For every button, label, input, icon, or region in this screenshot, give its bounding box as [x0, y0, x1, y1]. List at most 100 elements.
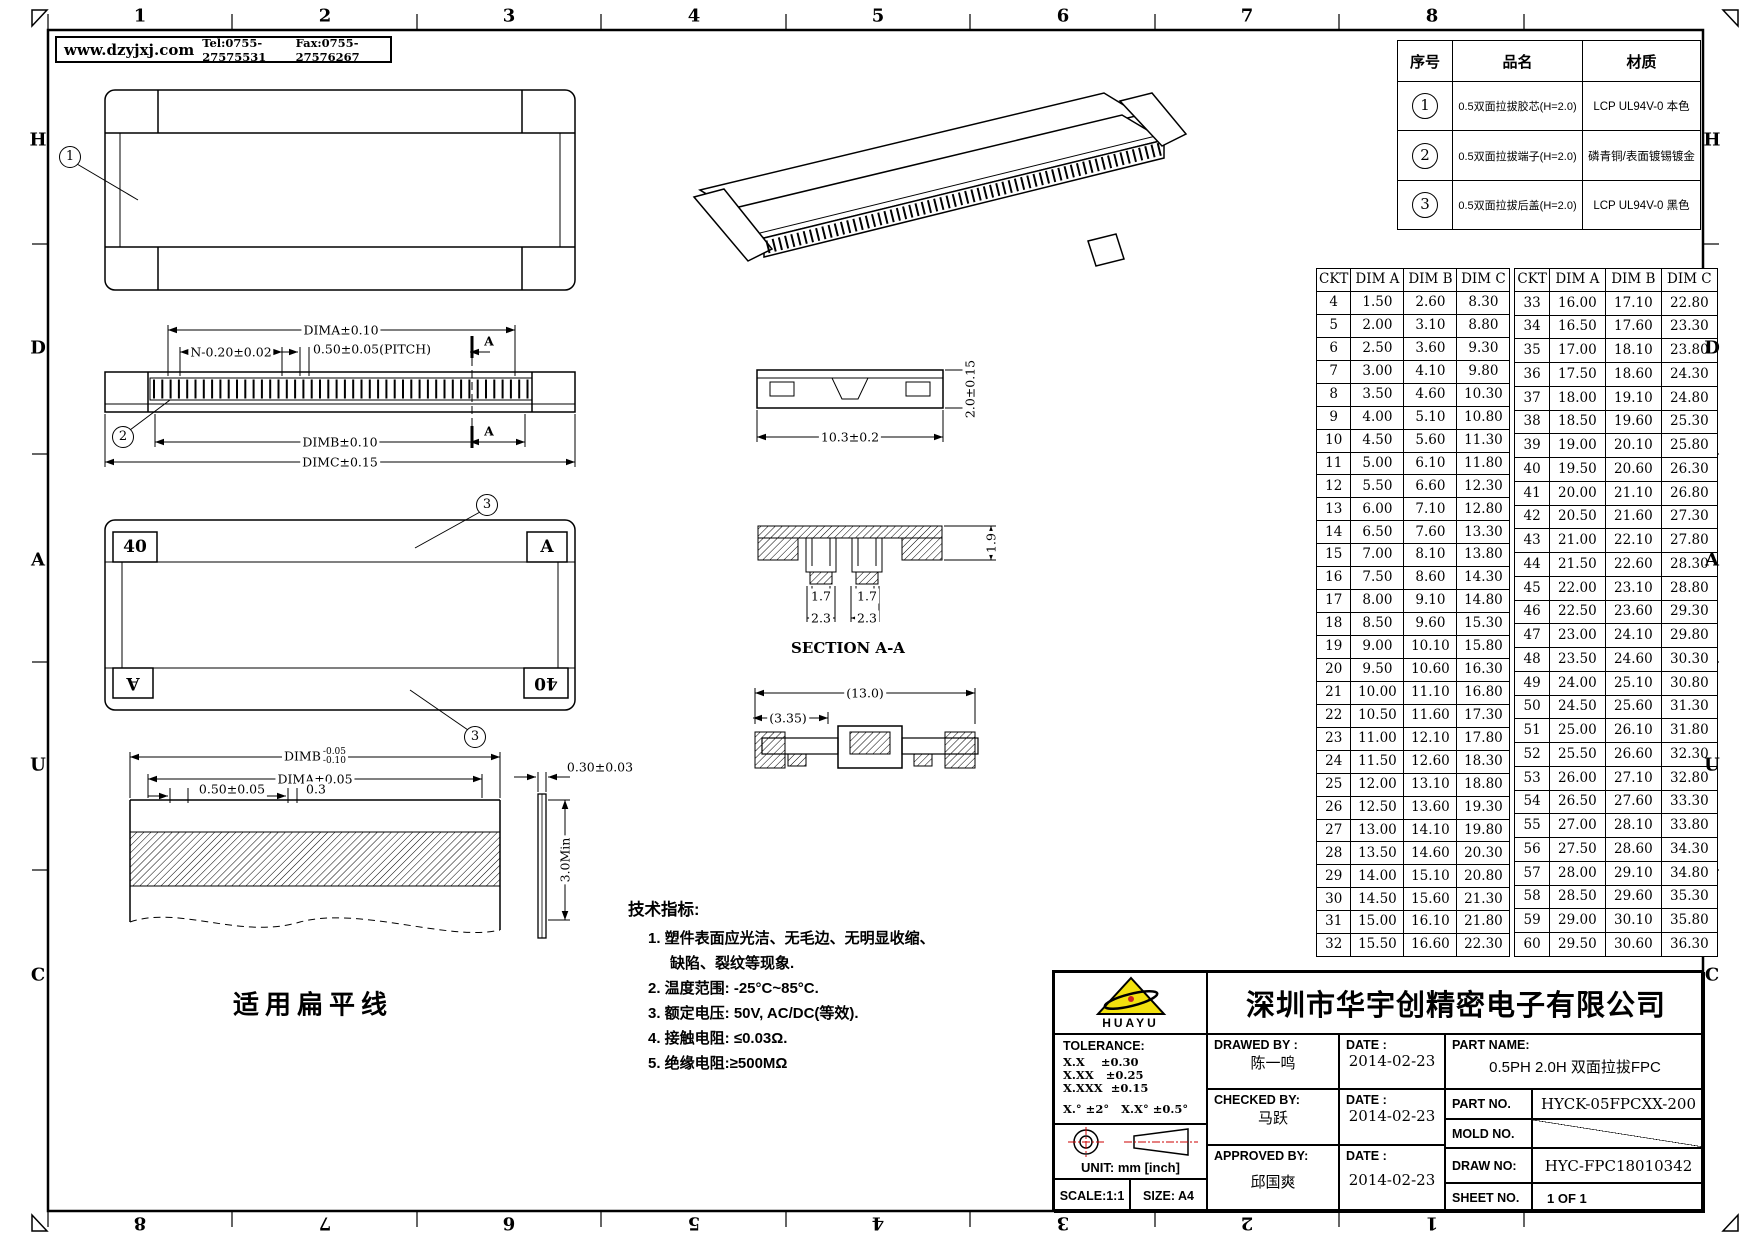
zone-col-top-4: 4 — [687, 5, 701, 27]
dim-cell: 21.50 — [1548, 552, 1606, 577]
dim-cell: 11.60 — [1403, 703, 1458, 728]
dim-cell: 5.00 — [1350, 451, 1405, 476]
dim-cell: 59 — [1514, 908, 1550, 934]
dim-cell: 18.00 — [1548, 385, 1606, 411]
dim-cell: 28.50 — [1548, 884, 1606, 910]
cable-dimb-tolerance: -0.05-0.10 — [322, 747, 347, 766]
dim-cell: 4 — [1315, 290, 1352, 315]
dim-cell: 27 — [1315, 818, 1352, 843]
dim-cell: 38 — [1514, 409, 1550, 435]
dim-cell: 27.80 — [1660, 528, 1718, 554]
dim-cell: 15.10 — [1403, 864, 1458, 889]
dim-cell: 4.10 — [1403, 359, 1458, 384]
dim-col-header: DIM C — [1660, 268, 1718, 292]
zone-col-bottom-5: 5 — [687, 1212, 701, 1234]
dim-cell: 48 — [1514, 647, 1550, 672]
dim-cell: 22.00 — [1548, 575, 1606, 601]
dim-cell: 6.00 — [1350, 497, 1405, 522]
dim-cell: 32 — [1315, 933, 1352, 958]
dim-cell: 3.00 — [1350, 359, 1405, 384]
dim-cell: 25.60 — [1604, 694, 1662, 720]
notes-title: 技术指标: — [628, 901, 700, 919]
dim-cell: 25.10 — [1604, 670, 1662, 696]
dim-cell: 13.60 — [1403, 795, 1458, 820]
dim-cell: 25 — [1315, 772, 1352, 797]
callout-2: 2 — [112, 426, 134, 448]
dim-cell: 8.10 — [1403, 543, 1458, 568]
dim-cell: 21.30 — [1456, 887, 1511, 912]
dim-cell: 6.50 — [1350, 520, 1405, 545]
dim-cell: 58 — [1514, 884, 1550, 910]
tolerance-row-2: X.XX ±0.25 — [1063, 1068, 1144, 1082]
dim-cell: 7.60 — [1403, 520, 1458, 545]
dim-cell: 15.00 — [1350, 910, 1405, 935]
dim-cell: 22.80 — [1660, 290, 1718, 316]
dim-cable-min-length: 3.0Min — [557, 835, 573, 885]
dim-cell: 14.00 — [1350, 864, 1405, 889]
part-2-name: 0.5双面拉拔端子(H=2.0) — [1452, 130, 1583, 181]
parts-header-row: 序号 品名 材质 — [1397, 40, 1701, 82]
section-title: SECTION A-A — [791, 639, 905, 657]
dim-cell: 25.50 — [1548, 742, 1606, 767]
dim-cell: 10.50 — [1350, 703, 1405, 728]
dim-cell: 26 — [1315, 795, 1352, 820]
part-name-value: 0.5PH 2.0H 双面拉拔FPC — [1489, 1059, 1661, 1076]
dim-cell: 60 — [1514, 932, 1550, 958]
dim-cell: 7.00 — [1350, 543, 1405, 568]
sheet-no-value: 1 OF 1 — [1532, 1183, 1705, 1213]
dim-cell: 25.00 — [1548, 718, 1606, 744]
drawed-date: 2014-02-23 — [1348, 1052, 1436, 1070]
dim-cell: 2.60 — [1403, 290, 1458, 315]
date-label-1: DATE : — [1346, 1038, 1387, 1052]
pin-40-bottomright: 40 — [534, 673, 558, 693]
part-3-material: LCP UL94V-0 黑色 — [1582, 180, 1701, 230]
approved-by-label: APPROVED BY: — [1214, 1149, 1309, 1163]
projection-symbol-icon — [1067, 1127, 1198, 1157]
dim-cell: 13.10 — [1403, 772, 1458, 797]
dim-cell: 51 — [1514, 718, 1550, 744]
dim-2-3-right: 2.3 — [855, 610, 879, 626]
dim-cell: 23.60 — [1604, 599, 1662, 625]
dim-cell: 19.30 — [1456, 795, 1511, 820]
zone-col-bottom-7: 7 — [318, 1212, 332, 1234]
dim-n-pitch: N-0.20±0.02 — [188, 344, 274, 360]
dim-cell: 14.30 — [1456, 566, 1511, 591]
dim-cell: 16.10 — [1403, 910, 1458, 935]
dim-cell: 21.80 — [1456, 910, 1511, 935]
dim-cell: 22.60 — [1604, 552, 1662, 577]
dim-cell: 24.60 — [1604, 647, 1662, 672]
dim-cell: 15.60 — [1403, 887, 1458, 912]
dim-cell: 29.10 — [1604, 860, 1662, 886]
dim-cell: 4.60 — [1403, 382, 1458, 407]
zone-col-bottom-3: 3 — [1056, 1212, 1070, 1234]
dim-cell: 12.80 — [1456, 497, 1511, 522]
sheet-no-label: SHEET NO. — [1452, 1191, 1520, 1205]
parts-header-name: 品名 — [1452, 40, 1583, 82]
dim-cell: 50 — [1514, 694, 1550, 720]
dim-cell: 9.60 — [1403, 612, 1458, 636]
notes-lines: 1. 塑件表面应光洁、无毛边、无明显收缩、缺陷、裂纹等现象.2. 温度范围: -… — [628, 926, 988, 1076]
dim-cell: 16.50 — [1548, 314, 1606, 340]
dim-cell: 17.30 — [1456, 703, 1511, 728]
dim-width: 10.3±0.2 — [818, 429, 882, 445]
dim-cell: 14.80 — [1456, 589, 1511, 614]
dim-cell: 19.80 — [1456, 818, 1511, 843]
dim-cell: 23.80 — [1660, 338, 1718, 364]
dim-cell: 7.50 — [1350, 566, 1405, 591]
part-2-material: 磷青铜/表面镀锡镀金 — [1582, 130, 1701, 181]
dim-cell: 9.00 — [1350, 635, 1405, 659]
dim-cell: 28.00 — [1548, 860, 1606, 886]
dim-cell: 33.30 — [1660, 789, 1718, 815]
dim-cell: 17.50 — [1548, 362, 1606, 387]
zone-col-top-1: 1 — [133, 5, 147, 27]
dim-cell: 9.80 — [1456, 359, 1511, 384]
